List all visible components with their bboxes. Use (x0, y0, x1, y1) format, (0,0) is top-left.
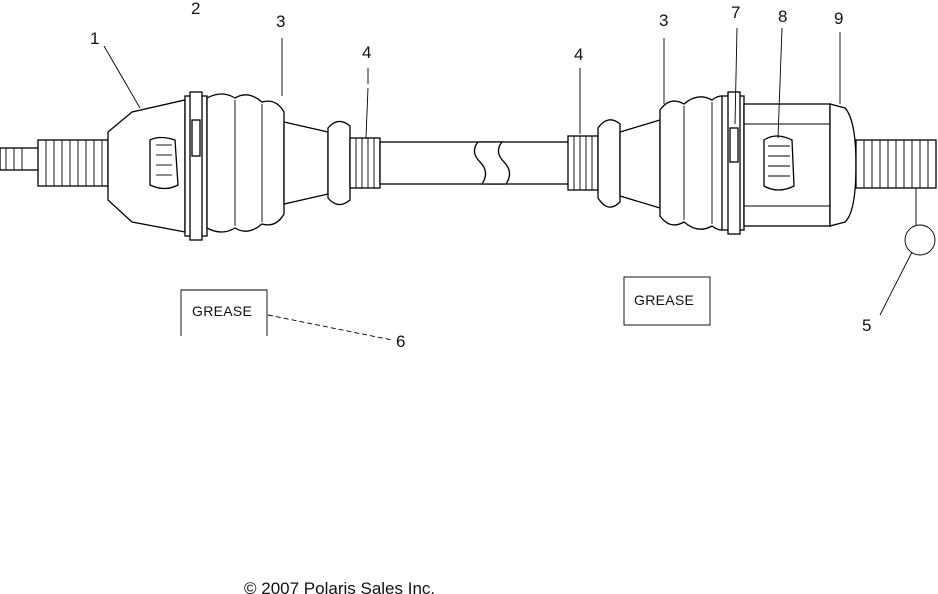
callout-3-right: 3 (659, 11, 668, 30)
copyright-text: © 2007 Polaris Sales Inc. (244, 579, 435, 594)
callout-1: 1 (90, 29, 99, 48)
callout-9: 9 (834, 9, 843, 28)
callout-2: 2 (191, 0, 200, 18)
callout-5: 5 (862, 316, 871, 335)
grease-box-right: GREASE (623, 276, 711, 326)
grease-label-left: GREASE (192, 303, 252, 319)
callout-7: 7 (731, 3, 740, 22)
callout-6: 6 (396, 332, 405, 351)
callout-8: 8 (778, 7, 787, 26)
circlip-ring (904, 224, 936, 256)
left-splined-stub (0, 139, 109, 187)
right-splined-stub (855, 139, 937, 189)
grease-label-right: GREASE (634, 292, 694, 308)
right-clamp (567, 135, 599, 191)
left-boot (206, 93, 351, 233)
left-cv-housing (107, 91, 208, 241)
right-boot (597, 95, 731, 231)
leader-lines (103, 27, 917, 341)
callout-4-left: 4 (362, 43, 371, 62)
left-clamp (349, 137, 381, 189)
axle-shaft (379, 141, 573, 185)
callout-3-left: 3 (276, 12, 285, 31)
right-cv-housing (721, 91, 857, 235)
grease-box-left: GREASE (180, 289, 268, 336)
callout-4-right: 4 (574, 45, 583, 64)
